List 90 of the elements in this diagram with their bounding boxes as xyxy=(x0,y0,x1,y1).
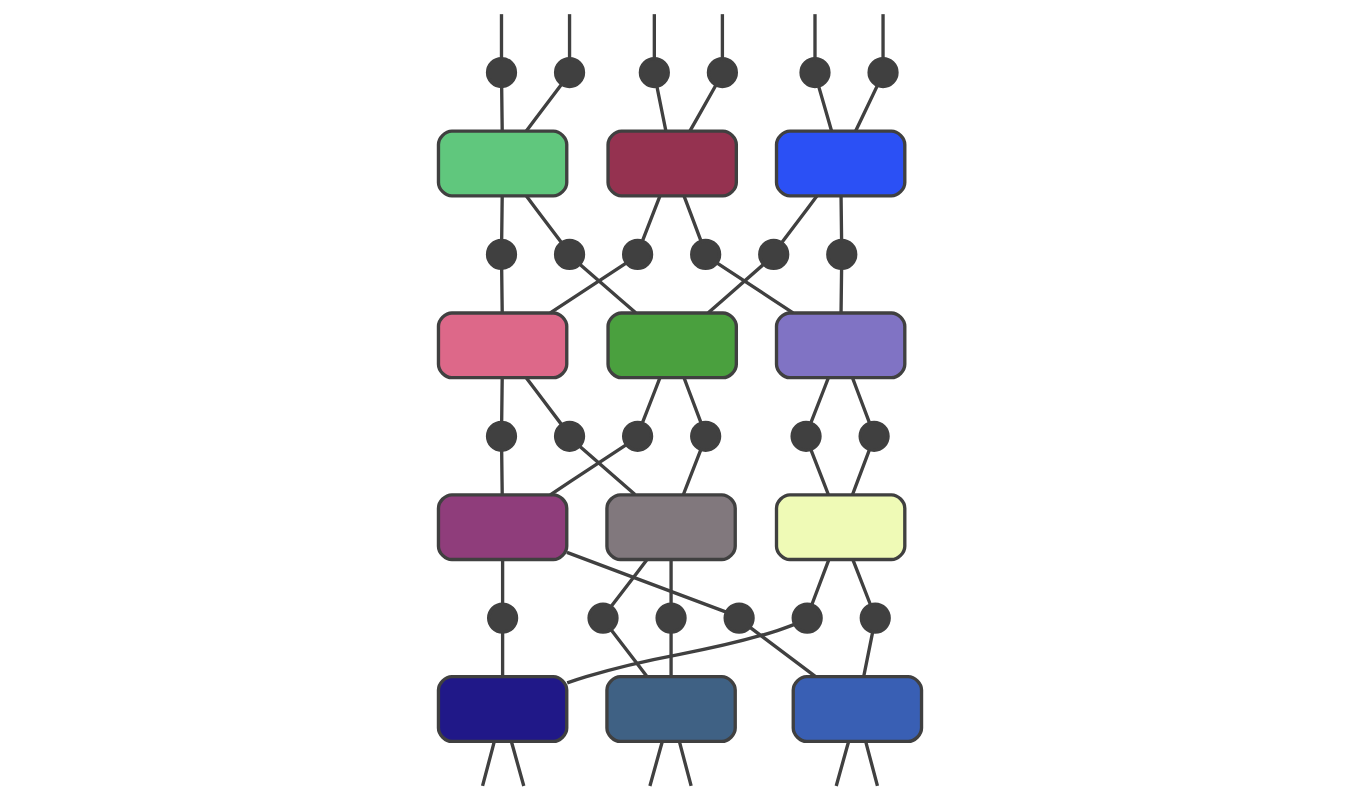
connector xyxy=(500,86,504,131)
connector xyxy=(640,377,662,424)
node-box xyxy=(774,129,907,198)
node-box xyxy=(436,311,569,380)
connector xyxy=(509,741,526,787)
node-circle xyxy=(799,56,831,89)
connector xyxy=(655,86,668,132)
node-box xyxy=(774,493,907,562)
connector xyxy=(652,14,656,59)
connector xyxy=(480,741,496,787)
connector xyxy=(549,261,627,315)
node-circle xyxy=(858,420,890,452)
node-circle xyxy=(485,420,518,452)
node-circle xyxy=(485,56,518,89)
node-circle xyxy=(690,420,722,452)
connector xyxy=(525,195,563,244)
connector xyxy=(817,85,834,132)
node-box xyxy=(605,493,737,562)
connector xyxy=(549,443,627,497)
connector xyxy=(500,559,505,604)
connector xyxy=(525,376,563,426)
connector xyxy=(500,377,504,423)
connector xyxy=(609,558,649,608)
connector xyxy=(834,741,851,787)
connector xyxy=(669,559,673,604)
connector xyxy=(809,449,830,496)
node-circle xyxy=(487,602,519,634)
node-circle xyxy=(553,420,586,452)
node-circle xyxy=(622,420,654,452)
connector xyxy=(862,631,875,677)
node-box xyxy=(774,311,907,380)
connector xyxy=(578,444,637,496)
connector xyxy=(677,741,693,787)
node-box xyxy=(436,129,569,198)
connector xyxy=(566,622,796,685)
node-box xyxy=(606,129,738,198)
node-circle xyxy=(723,602,755,634)
connector xyxy=(682,377,703,424)
connector xyxy=(669,632,673,677)
node-box xyxy=(436,675,569,744)
node-box xyxy=(791,675,924,744)
connector xyxy=(839,196,844,241)
node-circle xyxy=(485,238,518,271)
node-circle xyxy=(826,238,858,271)
connector xyxy=(749,626,817,678)
connector xyxy=(567,14,572,59)
node-circle xyxy=(690,238,722,271)
connector xyxy=(609,628,649,678)
node-circle xyxy=(790,420,822,452)
connector xyxy=(716,261,794,315)
connector xyxy=(499,14,504,59)
node-circle xyxy=(859,602,891,634)
connector xyxy=(682,195,703,242)
node-circle xyxy=(867,56,899,89)
connector xyxy=(810,559,831,606)
connector xyxy=(851,559,873,606)
connector xyxy=(681,449,703,496)
node-box xyxy=(605,675,737,744)
connector xyxy=(640,195,662,242)
node-circle xyxy=(758,238,790,271)
node-circle xyxy=(587,602,619,634)
connector xyxy=(854,84,879,132)
connector xyxy=(648,741,664,787)
node-circle xyxy=(655,602,687,634)
connector xyxy=(500,268,504,313)
connector xyxy=(720,14,725,59)
connector xyxy=(881,14,885,59)
connector xyxy=(500,450,504,495)
node-circle xyxy=(553,56,586,89)
connector xyxy=(566,550,727,614)
node-box xyxy=(436,493,569,562)
connector xyxy=(813,14,817,59)
connector xyxy=(500,632,505,677)
connector xyxy=(578,263,637,314)
connector xyxy=(809,377,830,424)
connector xyxy=(688,84,718,132)
node-box xyxy=(606,311,738,380)
connector xyxy=(780,195,819,244)
connector xyxy=(850,449,872,496)
connector xyxy=(851,377,872,424)
node-circle xyxy=(638,56,670,89)
connector xyxy=(839,268,844,313)
node-circle xyxy=(622,238,654,271)
connector xyxy=(707,263,765,314)
connector xyxy=(864,741,880,787)
node-circle xyxy=(553,238,586,271)
node-circle xyxy=(791,602,823,634)
connector xyxy=(500,196,504,241)
node-circle xyxy=(706,56,738,89)
connector xyxy=(525,83,563,132)
